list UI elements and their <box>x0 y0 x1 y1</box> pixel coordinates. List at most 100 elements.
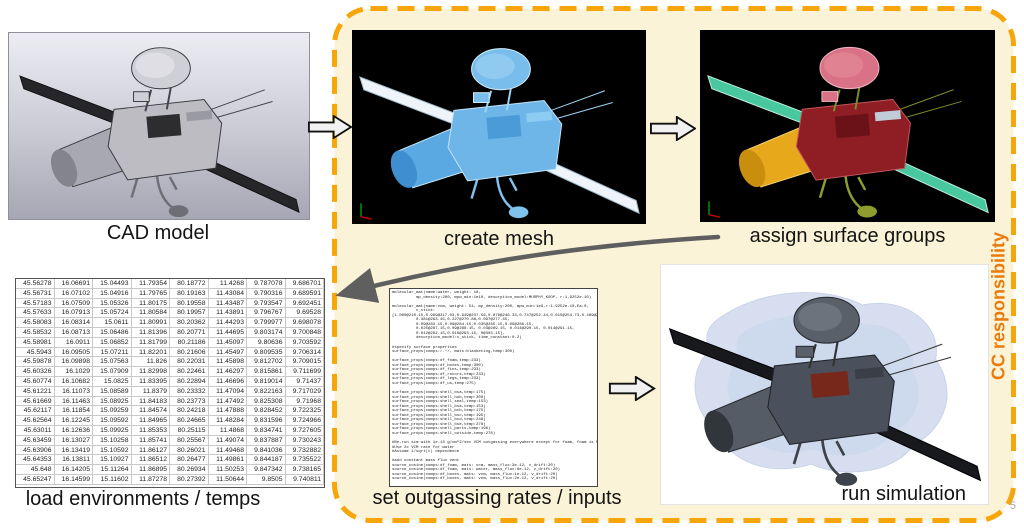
flow-arrow-icon <box>308 115 352 139</box>
table-cell: 11.4268 <box>208 279 247 289</box>
table-cell: 80.21606 <box>170 347 209 358</box>
table-cell: 11.87278 <box>131 474 170 485</box>
table-cell: 9.735522 <box>285 455 324 466</box>
run-simulation-caption: run simulation <box>841 483 966 505</box>
run-simulation-image: run simulation <box>660 264 989 505</box>
table-cell: 15.0611 <box>93 318 132 328</box>
table-cell: 16.07102 <box>54 288 93 299</box>
table-cell: 9.841036 <box>247 445 286 456</box>
code-line: surface_props(comps:/.*/, mats:blanketin… <box>392 350 515 355</box>
load-environments-caption: load environments / temps <box>25 488 261 510</box>
table-cell: 11.43891 <box>208 308 247 319</box>
code-line: surface_props(comps:shell_bse,temp:278) <box>392 422 486 427</box>
code-line: surface_props(comps:df_rotors,temp:233) <box>392 372 486 377</box>
table-cell: 80.26021 <box>170 445 209 456</box>
code-line: #Use 2x VCM rate for water <box>392 445 455 450</box>
code-line: #add constant mass flux vent <box>392 459 460 464</box>
table-cell: 11.46696 <box>208 376 247 387</box>
table-cell: 45.63459 <box>16 435 55 446</box>
table-cell: 16.11854 <box>54 406 93 417</box>
table-cell: 15.07563 <box>93 357 132 368</box>
table-cell: 16.09898 <box>54 357 93 368</box>
table-cell: 11.47094 <box>208 386 247 397</box>
table-cell: 9.809535 <box>247 347 286 358</box>
table-cell: 11.4868 <box>208 425 247 436</box>
table-cell: 9.831596 <box>247 416 286 426</box>
table-cell: 11.8379 <box>131 386 170 397</box>
table-cell: 80.21186 <box>170 337 209 348</box>
table-cell: 45.60774 <box>16 376 55 387</box>
table-cell: 11.49861 <box>208 455 247 466</box>
code-line: surface_props(comps:shell_seal,temp:153) <box>392 400 489 405</box>
table-cell: 16.10682 <box>54 376 93 387</box>
table-cell: 9.787078 <box>247 279 286 289</box>
table-cell: 9.727605 <box>285 425 324 436</box>
table-cell: 15.07909 <box>93 367 132 377</box>
table-cell: 9.706314 <box>285 347 324 358</box>
table-cell: 45.63906 <box>16 445 55 456</box>
table-cell: 16.11073 <box>54 386 93 397</box>
code-line: molecular_mat(name:vcm, weight: 54, mp_d… <box>392 304 589 309</box>
table-cell: 16.09505 <box>54 347 93 358</box>
code-line: #Re-run sim with 1e-13 g/cm^2/sec VCM ou… <box>392 441 598 446</box>
table-cell: 45.648 <box>16 465 55 475</box>
flow-arrow-icon <box>608 376 656 401</box>
table-cell: 11.81799 <box>131 337 170 348</box>
outgassing-input-file: molecular_mat(name:water, weight: 18, mp… <box>389 288 598 487</box>
table-cell: 80.25115 <box>170 425 209 436</box>
code-line: surface_props(comps:shell_bsc,temp:195) <box>392 413 486 418</box>
table-cell: 16.1029 <box>54 367 93 377</box>
code-line: surface_props(comps:shell_bsd,temp:248) <box>392 418 486 423</box>
table-cell: 9.698078 <box>285 318 324 328</box>
table-cell: 11.43084 <box>208 288 247 299</box>
table-cell: 45.62117 <box>16 406 55 417</box>
table-cell: 11.826 <box>131 357 170 368</box>
table-cell: 9.71968 <box>285 396 324 407</box>
table-cell: 15.06486 <box>93 327 132 338</box>
code-line: 0.381@263.45,0.227@270.88,0.097@277.45, <box>392 318 510 323</box>
table-cell: 11.47492 <box>208 396 247 407</box>
table-cell: 11.86127 <box>131 445 170 456</box>
table-cell: 9.717029 <box>285 386 324 397</box>
axis-triad-icon <box>356 200 376 220</box>
table-cell: 9.738165 <box>285 465 324 475</box>
table-cell: 9.793547 <box>247 298 286 309</box>
page-number: 5 <box>1009 500 1016 512</box>
table-cell: 11.84183 <box>131 396 170 407</box>
code-line: surface_props(comps:shell_outside,temp:2… <box>392 431 496 436</box>
code-line: surface_props(comps:df_legs,temp:233) <box>392 377 481 382</box>
cad-model-image <box>8 32 310 220</box>
table-cell: 45.58532 <box>16 327 55 338</box>
table-cell: 16.11463 <box>54 396 93 407</box>
table-cell: 45.57633 <box>16 308 55 319</box>
table-cell: 9.711699 <box>285 367 324 377</box>
table-cell: 9.847342 <box>247 465 286 475</box>
table-cell: 11.44293 <box>208 318 247 328</box>
code-line: source_cosine(comps:df_boxes, mats: vcm,… <box>392 472 558 477</box>
code-line: #specify surface properties <box>392 345 457 350</box>
table-cell: 15.11602 <box>93 474 132 485</box>
table-cell: 80.26934 <box>170 465 209 475</box>
table-cell: 11.46297 <box>208 367 247 377</box>
table-cell: 45.56731 <box>16 288 55 299</box>
code-line: surface_props(comps:shell_bsa,temp:153) <box>392 404 486 409</box>
table-cell: 11.49468 <box>208 445 247 456</box>
table-cell: 9.825308 <box>247 396 286 407</box>
table-cell: 11.79765 <box>131 288 170 299</box>
code-line: source_cosine(comps:df_foam, mats: water… <box>392 468 561 473</box>
table-cell: 9.844187 <box>247 455 286 466</box>
table-cell: 11.50644 <box>208 474 247 485</box>
table-cell: 80.19558 <box>170 298 209 309</box>
table-cell: 9.8505 <box>247 474 286 485</box>
